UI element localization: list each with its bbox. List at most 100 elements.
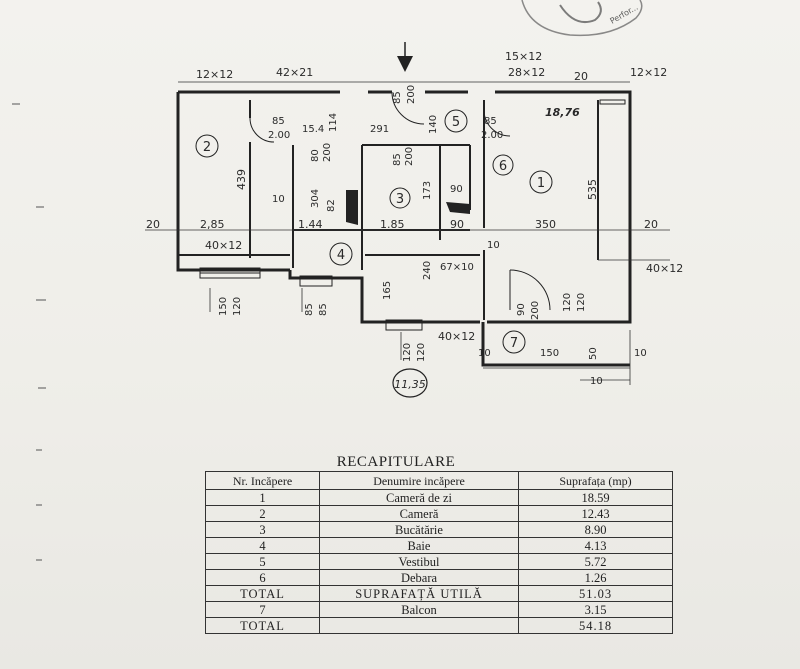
dim-label: 12×12 bbox=[196, 68, 233, 81]
row-area: 5.72 bbox=[518, 553, 673, 570]
dim-label: 82 bbox=[326, 199, 337, 212]
table-header-row: Nr. Incăpere Denumire incăpere Suprafața… bbox=[205, 471, 673, 490]
row-name: Debara bbox=[319, 569, 519, 586]
room-markers: 1 2 3 4 5 6 7 bbox=[195, 109, 553, 354]
dim-label: 15×12 bbox=[505, 50, 542, 63]
dim-label: 240 bbox=[422, 261, 433, 280]
dim-label: 90 bbox=[516, 303, 527, 316]
dim-label: 439 bbox=[235, 169, 248, 190]
dim-label: 2.00 bbox=[481, 130, 503, 141]
dim-label: 200 bbox=[404, 147, 415, 166]
dim-label: 304 bbox=[310, 189, 321, 208]
row-area: 4.13 bbox=[518, 537, 673, 554]
dim-label: 20 bbox=[574, 70, 588, 83]
dim-label: 114 bbox=[328, 113, 339, 132]
table-row: 1 Cameră de zi 18.59 bbox=[205, 489, 673, 506]
floor-plan: Perfor... bbox=[145, 0, 683, 398]
room-3-marker: 3 bbox=[389, 187, 411, 209]
dim-label: 535 bbox=[586, 179, 599, 200]
dim-label: 10 bbox=[272, 194, 285, 205]
dim-label: 10 bbox=[487, 240, 500, 251]
row-nr: 4 bbox=[205, 537, 320, 554]
subtotal-label: TOTAL bbox=[205, 585, 320, 602]
room-1-marker: 1 bbox=[529, 170, 553, 194]
dim-label: 120 bbox=[232, 297, 243, 316]
table-row: 7 Balcon 3.15 bbox=[205, 601, 673, 618]
dim-label: 80 bbox=[310, 149, 321, 162]
room-2-number: 2 bbox=[203, 140, 211, 155]
dim-label: 150 bbox=[218, 297, 229, 316]
total-area: 54.18 bbox=[518, 617, 673, 634]
row-nr: 5 bbox=[205, 553, 320, 570]
row-area: 18.59 bbox=[518, 489, 673, 506]
total-row: TOTAL 54.18 bbox=[205, 617, 673, 634]
room-6-number: 6 bbox=[499, 159, 507, 174]
dim-label: 10 bbox=[590, 376, 603, 387]
dim-label: 165 bbox=[382, 281, 393, 300]
row-area: 8.90 bbox=[518, 521, 673, 538]
dim-label: 10 bbox=[478, 348, 491, 359]
total-empty bbox=[319, 617, 519, 634]
dim-label: 40×12 bbox=[205, 239, 242, 252]
room-7-marker: 7 bbox=[502, 330, 526, 354]
table-row: 5 Vestibul 5.72 bbox=[205, 553, 673, 570]
dim-label: 90 bbox=[450, 218, 464, 231]
table-row: 3 Bucătărie 8.90 bbox=[205, 521, 673, 538]
dim-label: 67×10 bbox=[440, 262, 474, 273]
dim-label: 120 bbox=[416, 343, 427, 362]
dim-label: 18,76 bbox=[545, 106, 580, 119]
row-nr: 2 bbox=[205, 505, 320, 522]
row-name: Baie bbox=[319, 537, 519, 554]
stamp-seal: Perfor... bbox=[521, 0, 643, 37]
dim-label: 85 bbox=[272, 116, 285, 127]
dim-label: 200 bbox=[322, 143, 333, 162]
row-name: Bucătărie bbox=[319, 521, 519, 538]
dim-label: 85 bbox=[318, 303, 329, 316]
col-header-nr: Nr. Incăpere bbox=[205, 471, 320, 490]
dim-label: 1.44 bbox=[298, 218, 323, 231]
room-2-marker: 2 bbox=[195, 134, 219, 158]
dimension-lines bbox=[145, 81, 670, 385]
dim-label: 350 bbox=[535, 218, 556, 231]
dim-label: 40×12 bbox=[646, 262, 683, 275]
row-nr: 7 bbox=[205, 601, 320, 618]
row-name: Cameră bbox=[319, 505, 519, 522]
room-1-number: 1 bbox=[537, 176, 545, 191]
row-nr: 3 bbox=[205, 521, 320, 538]
entrance-arrow-icon bbox=[397, 42, 413, 72]
dim-label: 12×12 bbox=[630, 66, 667, 79]
recap-table: Nr. Incăpere Denumire incăpere Suprafața… bbox=[205, 471, 673, 634]
area-annotation: 11,35 bbox=[392, 368, 428, 398]
dim-label: 85 bbox=[392, 91, 403, 104]
row-name: Balcon bbox=[319, 601, 519, 618]
dim-label: 2,85 bbox=[200, 218, 225, 231]
dim-label: 85 bbox=[484, 116, 497, 127]
margin-dashes bbox=[12, 103, 46, 561]
dim-label: 20 bbox=[644, 218, 658, 231]
dim-label: 10 bbox=[634, 348, 647, 359]
dim-label: 2.00 bbox=[268, 130, 290, 141]
dim-label: 173 bbox=[422, 181, 433, 200]
table-row: 6 Debara 1.26 bbox=[205, 569, 673, 586]
table-row: 4 Baie 4.13 bbox=[205, 537, 673, 554]
outer-walls bbox=[176, 90, 632, 367]
dim-label: 20 bbox=[146, 218, 160, 231]
table-row: 2 Cameră 12.43 bbox=[205, 505, 673, 522]
dim-label: 120 bbox=[576, 293, 587, 312]
dim-label: 42×21 bbox=[276, 66, 313, 79]
room-4-marker: 4 bbox=[329, 242, 353, 266]
dim-label: 40×12 bbox=[438, 330, 475, 343]
row-nr: 6 bbox=[205, 569, 320, 586]
row-area: 1.26 bbox=[518, 569, 673, 586]
room-5-number: 5 bbox=[452, 115, 460, 130]
total-label: TOTAL bbox=[205, 617, 320, 634]
row-nr: 1 bbox=[205, 489, 320, 506]
dim-label: 200 bbox=[406, 85, 417, 104]
room-7-number: 7 bbox=[510, 336, 518, 351]
hatched-blocks bbox=[346, 190, 470, 225]
area-annotation-text: 11,35 bbox=[394, 378, 426, 391]
dim-label: 120 bbox=[402, 343, 413, 362]
subtotal-row: TOTAL SUPRAFAȚĂ UTILĂ 51.03 bbox=[205, 585, 673, 602]
door-swings bbox=[249, 91, 551, 311]
